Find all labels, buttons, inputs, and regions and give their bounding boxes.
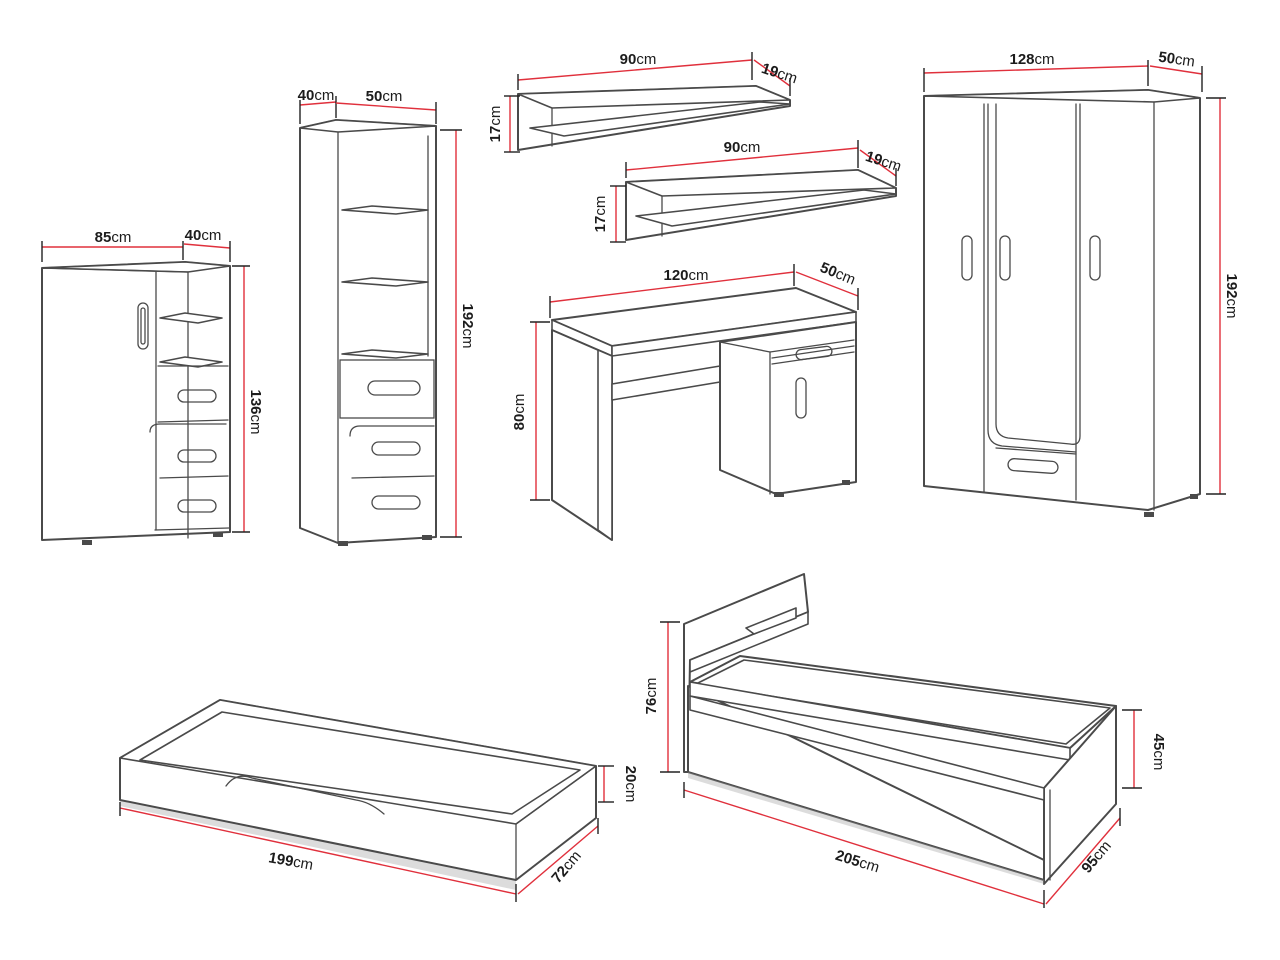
shelf-bottom-height-label: 17cm [592,196,609,233]
desk [551,287,857,541]
bed-length-label: 205cm [833,847,881,876]
shelf-top-depth-label: 19cm [759,60,799,88]
bed-drawer-height-label: 20cm [622,766,639,803]
dresser [41,261,231,545]
bed-drawer-width-label: 72cm [548,848,585,887]
dresser-depth-label: 40cm [185,227,222,244]
drawer-handle-icon [225,775,385,815]
shelf-bottom-depth-label: 19cm [863,148,903,176]
dresser-dims: 85cm 40cm 136cm [41,227,264,533]
dresser-body [41,261,231,541]
drawer-handle-icon [367,380,421,396]
dresser-height-label: 136cm [247,389,264,434]
bookcase-drawer [339,359,435,419]
wall-shelf-bottom [625,169,897,241]
bed-width-label: 95cm [1078,838,1115,877]
shelf-bottom-width-label: 90cm [724,139,761,156]
door-handle-icon [795,377,807,419]
desk-depth-label: 50cm [817,259,857,289]
bed-drawer [119,699,597,890]
bookcase-height-label: 192cm [459,303,476,348]
bed-drawer-length-label: 199cm [267,849,314,874]
dresser-width-label: 85cm [95,229,132,246]
wardrobe-depth-label: 50cm [1157,49,1196,71]
wardrobe [923,89,1201,517]
bookcase [299,119,437,546]
bookcase-depth-label: 40cm [298,87,335,104]
shelf-top-dims: 90cm 19cm 17cm [487,51,799,153]
shelf-top-height-label: 17cm [487,106,504,143]
bookcase-width-label: 50cm [366,88,403,105]
wardrobe-height-label: 192cm [1223,273,1240,318]
wall-shelf-top [517,85,791,151]
door-handle-icon [961,235,973,281]
wardrobe-dims: 128cm 50cm 192cm [923,49,1240,495]
desk-width-label: 120cm [663,267,708,284]
desk-pedestal [719,321,857,495]
desk-dims: 120cm 50cm 80cm [511,259,859,501]
bookcase-dims: 40cm 50cm 192cm [298,87,476,538]
bookcase-body [299,119,437,544]
drawer-handle-icon [1007,458,1059,474]
bed-footboard [1043,705,1117,885]
bed-drawer-dims: 199cm 72cm 20cm [119,765,639,902]
wardrobe-width-label: 128cm [1009,51,1054,68]
bed-head-height-label: 76cm [643,678,660,715]
shelf-bottom-dims: 90cm 19cm 17cm [592,139,903,243]
bed [683,573,1117,885]
shelf-top-width-label: 90cm [620,51,657,68]
desk-height-label: 80cm [511,394,528,431]
bed-foot-height-label: 45cm [1150,734,1167,771]
door-handle-icon [137,302,149,350]
mirror-panel [995,103,1081,445]
drawer-handle-icon [177,389,217,403]
wardrobe-body [923,89,1201,511]
